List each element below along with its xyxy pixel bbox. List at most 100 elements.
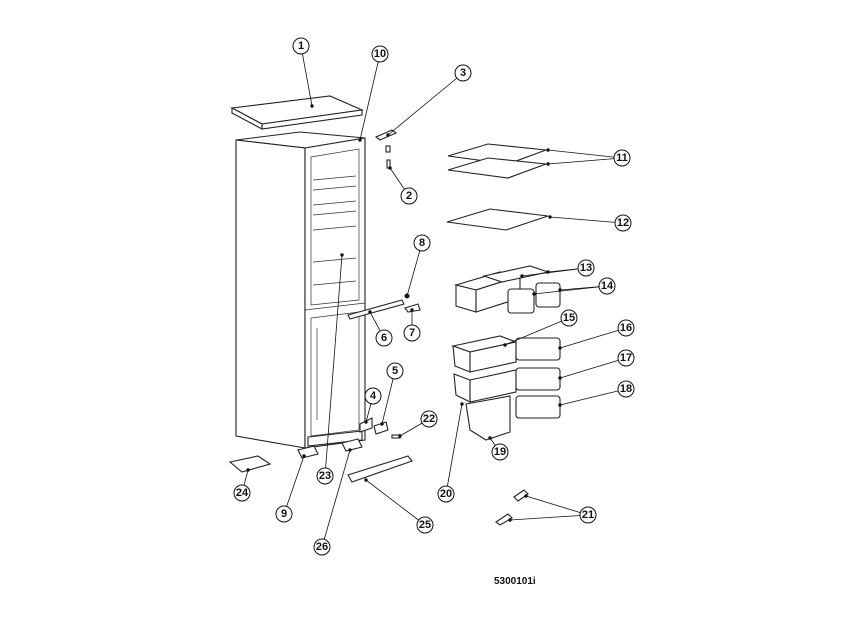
callout-label: 25	[419, 519, 431, 531]
callout-circle	[617, 319, 635, 337]
callout-label: 9	[281, 508, 287, 520]
top-hinge-part	[374, 129, 398, 169]
leader-dot	[503, 343, 507, 347]
callout-circle	[491, 443, 509, 461]
callout-circle	[364, 387, 382, 405]
callout-10: 10	[371, 45, 389, 63]
callouts: 1103211128131476151654171822192423926252…	[233, 37, 635, 556]
leader-line	[547, 157, 623, 165]
top-cover-part	[230, 95, 365, 130]
leader-line	[387, 72, 464, 136]
leader-line	[321, 449, 351, 548]
callout-label: 22	[423, 413, 435, 425]
callout-18: 18	[617, 380, 635, 398]
leader-line	[324, 254, 343, 477]
callout-5: 5	[386, 362, 404, 380]
leader-dot	[358, 138, 362, 142]
callout-circle	[400, 187, 418, 205]
callout-label: 18	[620, 383, 632, 395]
callout-label: 19	[494, 446, 506, 458]
callout-15: 15	[560, 309, 578, 327]
leader-dot	[310, 104, 314, 108]
callout-12: 12	[614, 214, 632, 232]
leader-dot	[508, 518, 512, 522]
callout-circle	[454, 64, 472, 82]
callout-circle	[560, 309, 578, 327]
callout-circle	[598, 277, 616, 295]
callout-13: 13	[577, 259, 595, 277]
callout-label: 7	[409, 327, 415, 339]
leader-dot	[340, 253, 344, 257]
callout-1: 1	[292, 37, 310, 55]
leader-dot	[405, 294, 409, 298]
callout-circle	[313, 538, 331, 556]
leader-dot	[546, 270, 550, 274]
leader-dot	[386, 133, 390, 137]
callout-label: 15	[563, 312, 575, 324]
callout-circle	[614, 214, 632, 232]
callout-label: 14	[601, 280, 614, 292]
leader-line	[504, 317, 570, 346]
callout-label: 6	[381, 332, 387, 344]
callout-circle	[316, 467, 334, 485]
leader-lines	[241, 45, 627, 548]
callout-16: 16	[617, 319, 635, 337]
callout-label: 13	[580, 262, 592, 274]
leader-line	[406, 242, 423, 297]
leader-dot	[302, 454, 306, 458]
callout-6: 6	[375, 329, 393, 347]
leader-line	[283, 455, 305, 515]
leader-line	[525, 495, 589, 516]
leader-line	[445, 403, 463, 495]
leader-dot	[410, 308, 414, 312]
callout-label: 10	[374, 48, 386, 60]
glass-shelf-part	[446, 143, 549, 231]
callout-label: 5	[392, 365, 398, 377]
callout-label: 24	[236, 487, 249, 499]
callout-20: 20	[437, 485, 455, 503]
callout-label: 17	[620, 352, 632, 364]
callout-25: 25	[416, 516, 434, 534]
callout-circle	[413, 234, 431, 252]
callout-8: 8	[413, 234, 431, 252]
leader-line	[559, 327, 627, 349]
callout-circle	[371, 45, 389, 63]
callout-circle	[275, 505, 293, 523]
callout-label: 12	[617, 217, 629, 229]
callout-9: 9	[275, 505, 293, 523]
leader-dot	[558, 346, 562, 350]
callout-circle	[617, 380, 635, 398]
leader-dot	[488, 436, 492, 440]
callout-label: 21	[582, 509, 594, 521]
callout-circle	[416, 516, 434, 534]
callout-circle	[403, 324, 421, 342]
callout-label: 23	[319, 470, 331, 482]
leader-dot	[520, 274, 524, 278]
callout-3: 3	[454, 64, 472, 82]
leader-line	[509, 514, 589, 521]
callout-label: 16	[620, 322, 632, 334]
callout-19: 19	[491, 443, 509, 461]
leader-dot	[532, 292, 536, 296]
callout-circle	[420, 410, 438, 428]
leader-line	[365, 479, 426, 526]
leader-line	[547, 149, 623, 159]
callout-label: 26	[316, 541, 328, 553]
callout-circle	[233, 484, 251, 502]
callout-circle	[577, 259, 595, 277]
callout-label: 4	[370, 390, 377, 402]
callout-21: 21	[579, 506, 597, 524]
callout-label: 2	[406, 190, 412, 202]
callout-2: 2	[400, 187, 418, 205]
leader-line	[381, 370, 396, 425]
callout-24: 24	[233, 484, 251, 502]
diagram-code: 5300101i	[494, 576, 536, 587]
callout-4: 4	[364, 387, 382, 405]
leader-line	[549, 216, 624, 224]
callout-circle	[579, 506, 597, 524]
callout-label: 11	[616, 152, 628, 164]
callout-label: 8	[419, 237, 425, 249]
callout-circle	[375, 329, 393, 347]
leader-line	[559, 388, 627, 406]
